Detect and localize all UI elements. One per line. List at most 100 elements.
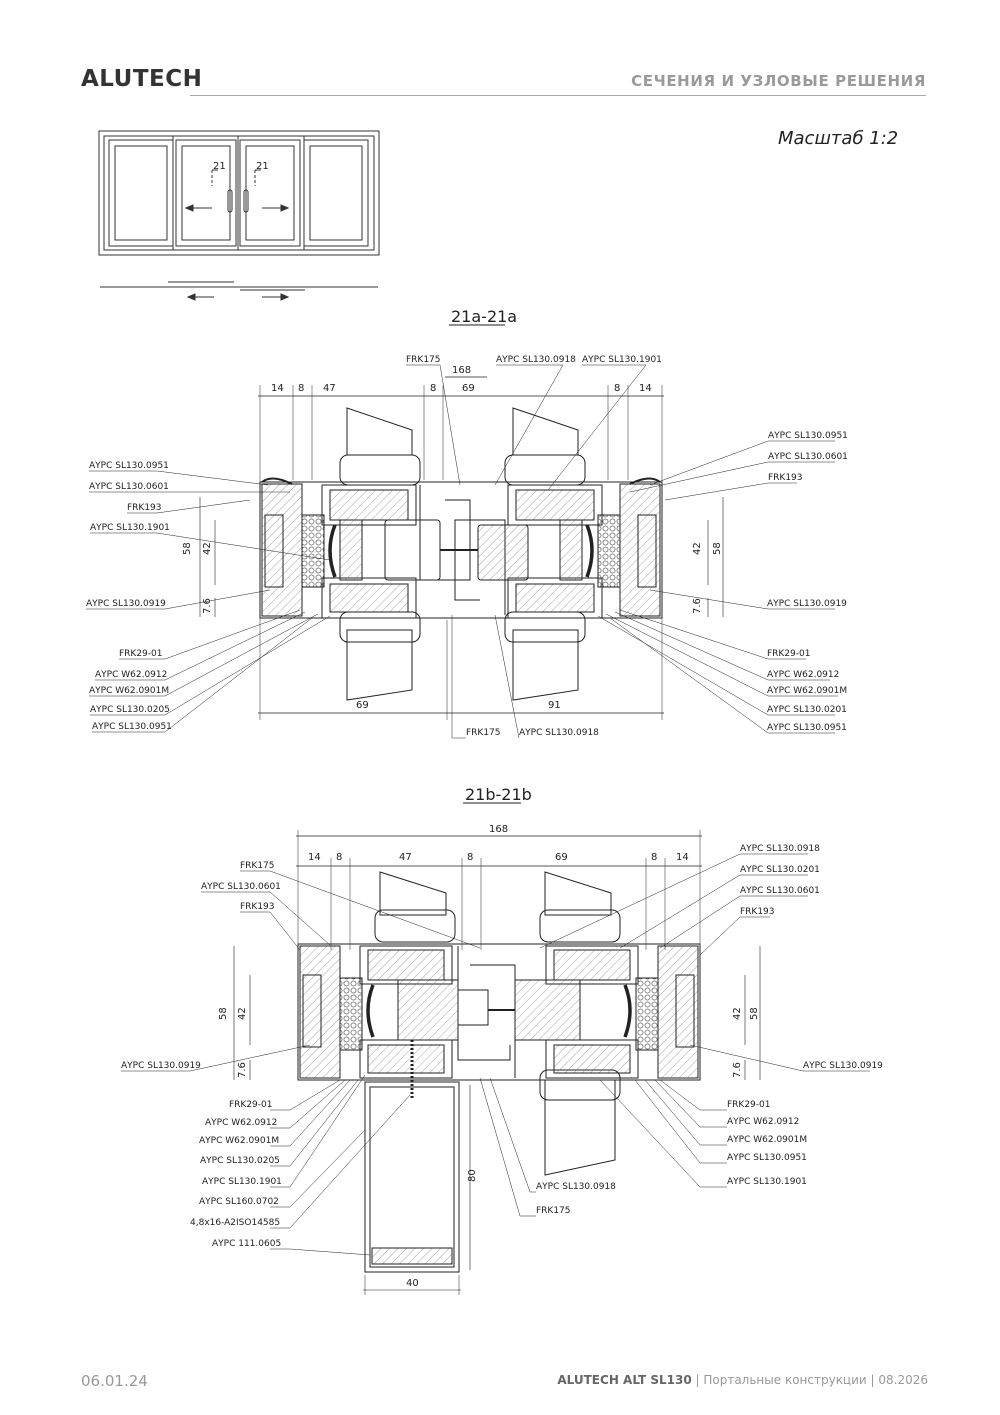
label-b-lb-7: АYPC 111.0605 — [212, 1239, 281, 1249]
dim-a-7-6-left: 7.6 — [202, 598, 213, 614]
label-a-left-9: АYPC SL130.0951 — [92, 722, 172, 732]
label-b-cb-0: АYPC SL130.0918 — [536, 1182, 616, 1192]
label-b-lb-1: АYPC W62.0912 — [205, 1118, 277, 1128]
label-b-rb-1: АYPC W62.0912 — [727, 1117, 799, 1127]
label-a-left-2: FRK193 — [127, 503, 162, 513]
dim-b-168: 168 — [489, 824, 508, 835]
header-rule — [190, 95, 926, 96]
dim-a-14-right: 14 — [639, 383, 652, 394]
label-b-rt-2: АYPC SL130.0601 — [740, 886, 820, 896]
dim-a-42-left: 42 — [202, 542, 213, 555]
label-b-lt-2: FRK193 — [240, 902, 275, 912]
section-a-labels: FRK175 АYPC SL130.0918 АYPC SL130.1901 А… — [86, 355, 848, 738]
cut-mark-right: 21 — [256, 161, 269, 172]
section-a-dims: 14 8 47 8 69 8 14 168 58 42 7.6 58 42 7.… — [182, 365, 723, 711]
dim-b-8-mid: 8 — [467, 852, 473, 863]
label-b-rb-4: АYPC SL130.1901 — [727, 1177, 807, 1187]
label-a-left-7: АYPC W62.0901M — [89, 686, 169, 696]
dim-a-8-mid: 8 — [430, 383, 436, 394]
dim-b-40: 40 — [406, 1278, 419, 1289]
label-b-lb-5: АYPC SL160.0702 — [199, 1197, 279, 1207]
dim-b-14-right: 14 — [676, 852, 689, 863]
dim-b-42-left: 42 — [237, 1007, 248, 1020]
section-a-drawing — [199, 376, 724, 720]
footer-description: | Портальные конструкции | 08.2026 — [691, 1373, 929, 1387]
dim-b-7-6-right: 7.6 — [732, 1062, 743, 1078]
dim-b-8-left: 8 — [336, 852, 342, 863]
label-a-left-4: АYPC SL130.0919 — [86, 599, 166, 609]
dim-b-14-left: 14 — [308, 852, 321, 863]
elevation-view — [98, 130, 380, 301]
label-b-lt-0: FRK175 — [240, 861, 275, 871]
section-title: СЕЧЕНИЯ И УЗЛОВЫЕ РЕШЕНИЯ — [631, 72, 926, 90]
label-a-right-7: АYPC SL130.0201 — [767, 705, 847, 715]
section-a-title: 21a-21a — [451, 307, 517, 326]
footer-date: 06.01.24 — [81, 1372, 148, 1390]
dim-b-69: 69 — [555, 852, 568, 863]
dim-b-8-right: 8 — [651, 852, 657, 863]
label-b-rb-3: АYPC SL130.0951 — [727, 1153, 807, 1163]
label-b-right-mid: АYPC SL130.0919 — [803, 1061, 883, 1071]
label-a-left-0: АYPC SL130.0951 — [89, 461, 169, 471]
dim-a-168: 168 — [452, 365, 471, 376]
label-a-top-1: АYPC SL130.0918 — [496, 355, 576, 365]
dim-a-8-right: 8 — [614, 383, 620, 394]
dim-a-91-bottom: 91 — [548, 700, 561, 711]
label-a-bottom-1: АYPC SL130.0918 — [519, 728, 599, 738]
dim-a-7-6-right: 7.6 — [692, 598, 703, 614]
label-b-lt-1: АYPC SL130.0601 — [201, 882, 281, 892]
label-b-left-mid: АYPC SL130.0919 — [121, 1061, 201, 1071]
label-a-top-0: FRK175 — [406, 355, 441, 365]
dim-b-80: 80 — [467, 1169, 478, 1182]
label-b-rt-3: FRK193 — [740, 907, 775, 917]
label-a-right-2: FRK193 — [768, 473, 803, 483]
scale-label: Масштаб 1:2 — [778, 128, 899, 149]
label-a-right-1: АYPC SL130.0601 — [768, 452, 848, 462]
label-a-bottom-0: FRK175 — [466, 728, 501, 738]
footer-product: ALUTECH ALT SL130 — [557, 1373, 692, 1387]
dim-b-58-right: 58 — [749, 1007, 760, 1020]
dim-a-14-left: 14 — [271, 383, 284, 394]
label-b-cb-1: FRK175 — [536, 1206, 571, 1216]
footer-info: ALUTECH ALT SL130 | Портальные конструкц… — [557, 1373, 928, 1387]
label-a-left-5: FRK29-01 — [119, 649, 162, 659]
label-a-right-3: АYPC SL130.0919 — [767, 599, 847, 609]
cut-mark-left: 21 — [213, 161, 226, 172]
dim-a-8-left: 8 — [298, 383, 304, 394]
label-a-right-6: АYPC W62.0901M — [767, 686, 847, 696]
label-a-left-3: АYPC SL130.1901 — [90, 523, 170, 533]
section-b-dims: 168 14 8 47 8 69 8 14 58 42 7.6 58 42 7.… — [218, 824, 760, 1289]
label-b-rb-2: АYPC W62.0901M — [727, 1135, 807, 1145]
label-b-lb-0: FRK29-01 — [229, 1100, 272, 1110]
label-b-rt-0: АYPC SL130.0918 — [740, 844, 820, 854]
label-a-left-6: АYPC W62.0912 — [95, 670, 167, 680]
label-a-left-8: АYPC SL130.0205 — [90, 705, 170, 715]
dim-a-58-right: 58 — [712, 542, 723, 555]
label-a-right-5: АYPC W62.0912 — [767, 670, 839, 680]
section-b-drawing — [233, 830, 761, 1295]
label-b-lb-3: АYPC SL130.0205 — [200, 1156, 280, 1166]
dim-b-42-right: 42 — [732, 1007, 743, 1020]
dim-a-69-bottom: 69 — [356, 700, 369, 711]
dim-a-42-right: 42 — [692, 542, 703, 555]
dim-b-58-left: 58 — [218, 1007, 229, 1020]
section-b-title: 21b-21b — [465, 785, 532, 804]
label-a-top-2: АYPC SL130.1901 — [582, 355, 662, 365]
brand-logo: ALUTECH — [81, 66, 203, 92]
dim-b-47: 47 — [399, 852, 412, 863]
dim-a-47: 47 — [323, 383, 336, 394]
label-a-right-0: АYPC SL130.0951 — [768, 431, 848, 441]
label-a-right-8: АYPC SL130.0951 — [767, 723, 847, 733]
label-b-lb-4: АYPC SL130.1901 — [202, 1177, 282, 1187]
label-a-left-1: АYPC SL130.0601 — [89, 482, 169, 492]
section-b-labels: FRK175 АYPC SL130.0601 FRK193 АYPC SL130… — [121, 844, 883, 1249]
dim-a-69: 69 — [462, 383, 475, 394]
dim-b-7-6-left: 7.6 — [237, 1062, 248, 1078]
label-b-rt-1: АYPC SL130.0201 — [740, 865, 820, 875]
section-a-leaders — [86, 364, 838, 739]
section-b-leaders — [121, 853, 870, 1256]
label-b-rb-0: FRK29-01 — [727, 1100, 770, 1110]
dim-a-58-left: 58 — [182, 542, 193, 555]
label-a-right-4: FRK29-01 — [767, 649, 810, 659]
